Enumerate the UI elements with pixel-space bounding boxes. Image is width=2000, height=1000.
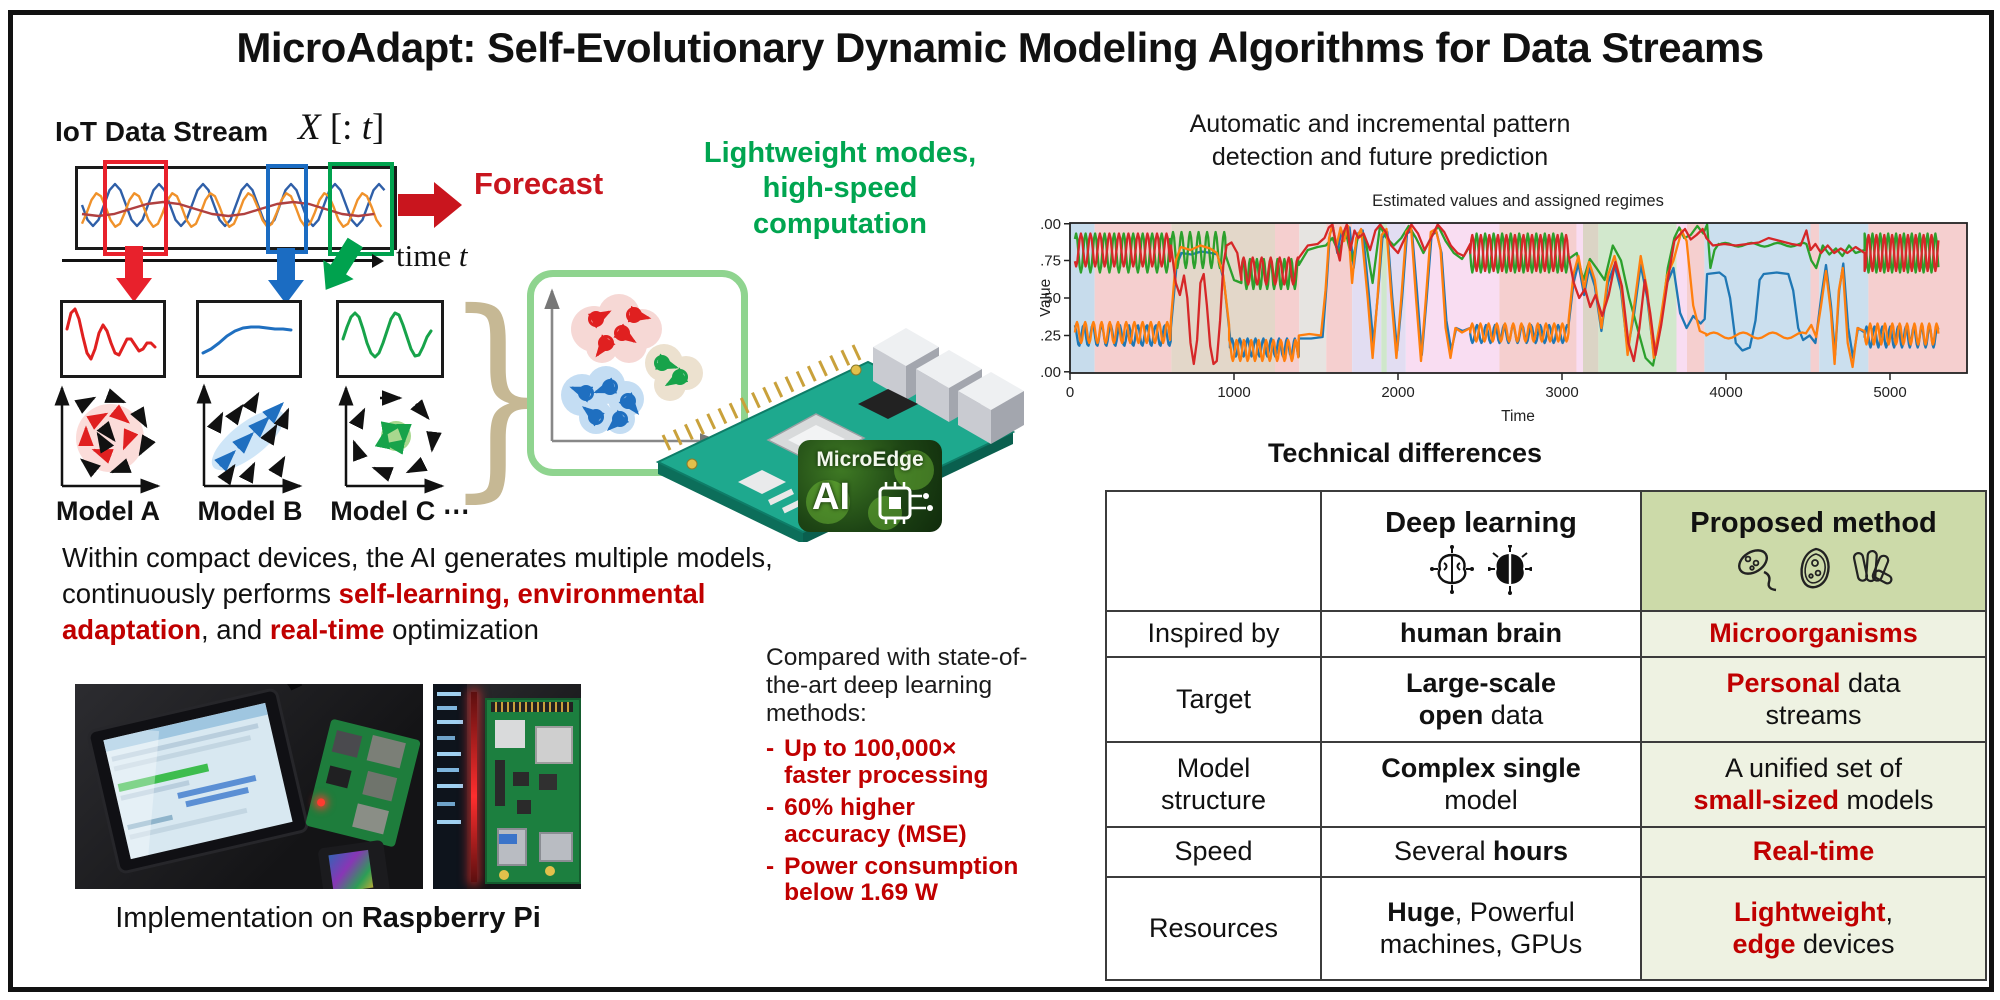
model-a-wave-box [60,300,166,378]
model-a-label: Model A [56,496,160,526]
raspberry-pi-photo-display [75,684,423,889]
comparison-intro: Compared with state-of- the-art deep lea… [766,644,1028,727]
photo-caption: Implementation on Raspberry Pi [115,902,541,934]
usb-cubes [873,328,1024,444]
model-b-wave-box [196,300,302,378]
description-paragraph: Within compact devices, the AI generates… [62,542,773,645]
svg-text:0.25: 0.25 [1040,328,1061,345]
forecast-label: Forecast [474,166,604,201]
chip-icon [878,482,933,524]
svg-text:5000: 5000 [1873,384,1906,401]
table-header-empty [1105,490,1322,612]
model-c-vector-field [338,385,445,494]
brain-outline-icon [1430,545,1474,595]
comparison-table: Deep learning [1105,490,1987,981]
series-blue [1073,226,1940,360]
time-axis-arrow-icon [372,254,384,268]
model-c-label: Model C ⋯ [330,496,470,526]
right-heading: Automatic and incremental pattern detect… [1189,110,1571,171]
model-b-wave [201,325,293,355]
model-c-wave [341,311,433,359]
svg-text:Time: Time [1501,408,1535,425]
raspberry-pi-photo-closeup [433,684,581,889]
brain-icons [1328,544,1634,596]
bacterium-icon [1737,549,1776,592]
svg-text:0: 0 [1066,384,1074,401]
lightweight-heading: Lightweight modes, high-speed computatio… [703,137,977,240]
iot-stream-label: IoT Data Stream [55,116,269,147]
down-arrow-red-icon [116,246,152,302]
model-a-wave [65,307,157,361]
model-space-box [527,270,748,476]
series-orange [1073,223,1940,369]
table-row-speed: Speed Several hours Real-time [1105,826,1987,878]
svg-text:0.50: 0.50 [1040,290,1061,307]
time-axis [62,259,374,262]
series-red [1073,223,1940,366]
paramecium-icon [1799,547,1830,589]
table-header-deep-learning: Deep learning [1320,490,1642,612]
table-row-target: Target Large-scale open data Personal da… [1105,656,1987,743]
svg-text:1000: 1000 [1217,384,1250,401]
table-row-model-structure: Model structure Complex single model A u… [1105,742,1987,828]
logo-text-microedge: MicroEdge [816,448,924,471]
microorganism-icons [1648,544,1979,596]
brain-filled-icon [1488,545,1532,596]
down-arrow-green-icon [323,237,364,290]
model-c-wave-box [336,300,444,378]
svg-text:1.00: 1.00 [1040,216,1061,233]
regime-chart: 0 1000 2000 3000 4000 5000 0.00 0.25 0.50 0.75 1.0… [1040,192,1968,425]
table-row-resources: Resources Huge, Powerful machines, GPUs … [1105,876,1987,981]
technical-differences-heading: Technical differences [1267,438,1543,468]
poster-border [8,10,1994,992]
svg-text:2000: 2000 [1381,384,1414,401]
svg-text:0.00: 0.00 [1040,364,1061,381]
forecast-arrow-icon [398,182,462,228]
series-green [1073,223,1940,367]
poster-title: MicroAdapt: Self-Evolutionary Dynamic Mo… [236,24,1764,71]
window-blue [266,164,308,254]
table-wrap: Deep learning [1105,490,1987,981]
model-b-label: Model B [197,496,303,526]
table-header-row: Deep learning [1105,490,1987,612]
model-space-illustration [544,288,721,449]
bullet-item: -Power consumption below 1.69 W [766,852,1019,907]
window-red [103,160,168,256]
svg-text:0.75: 0.75 [1040,253,1061,270]
comparison-bullets: -Up to 100,000× faster processing-60% hi… [766,734,1134,908]
time-label: time t [396,238,468,273]
bullet-item: -60% higher accuracy (MSE) [766,793,967,848]
stream-panel [75,166,397,250]
table-row-inspired-by: Inspired by human brain Microorganisms [1105,610,1987,658]
bullet-item: -Up to 100,000× faster processing [766,734,989,789]
svg-text:3000: 3000 [1545,384,1578,401]
comparison-block: Compared with state-of- the-art deep lea… [766,644,1134,912]
stream-math-notation: X [: t] [298,107,385,148]
svg-text:Value: Value [1040,279,1054,318]
svg-text:4000: 4000 [1709,384,1742,401]
logo-text-ai: AI [812,476,850,518]
bacilli-icon [1852,550,1893,585]
svg-text:Estimated values and assigned: Estimated values and assigned regimes [1372,192,1664,210]
table-header-proposed-method: Proposed method [1640,490,1987,612]
microedge-ai-logo: MicroEdge AI [798,440,942,532]
model-a-vector-field [54,385,161,494]
window-green [328,162,394,256]
model-b-vector-field [196,383,303,494]
down-arrow-blue-icon [268,248,304,304]
